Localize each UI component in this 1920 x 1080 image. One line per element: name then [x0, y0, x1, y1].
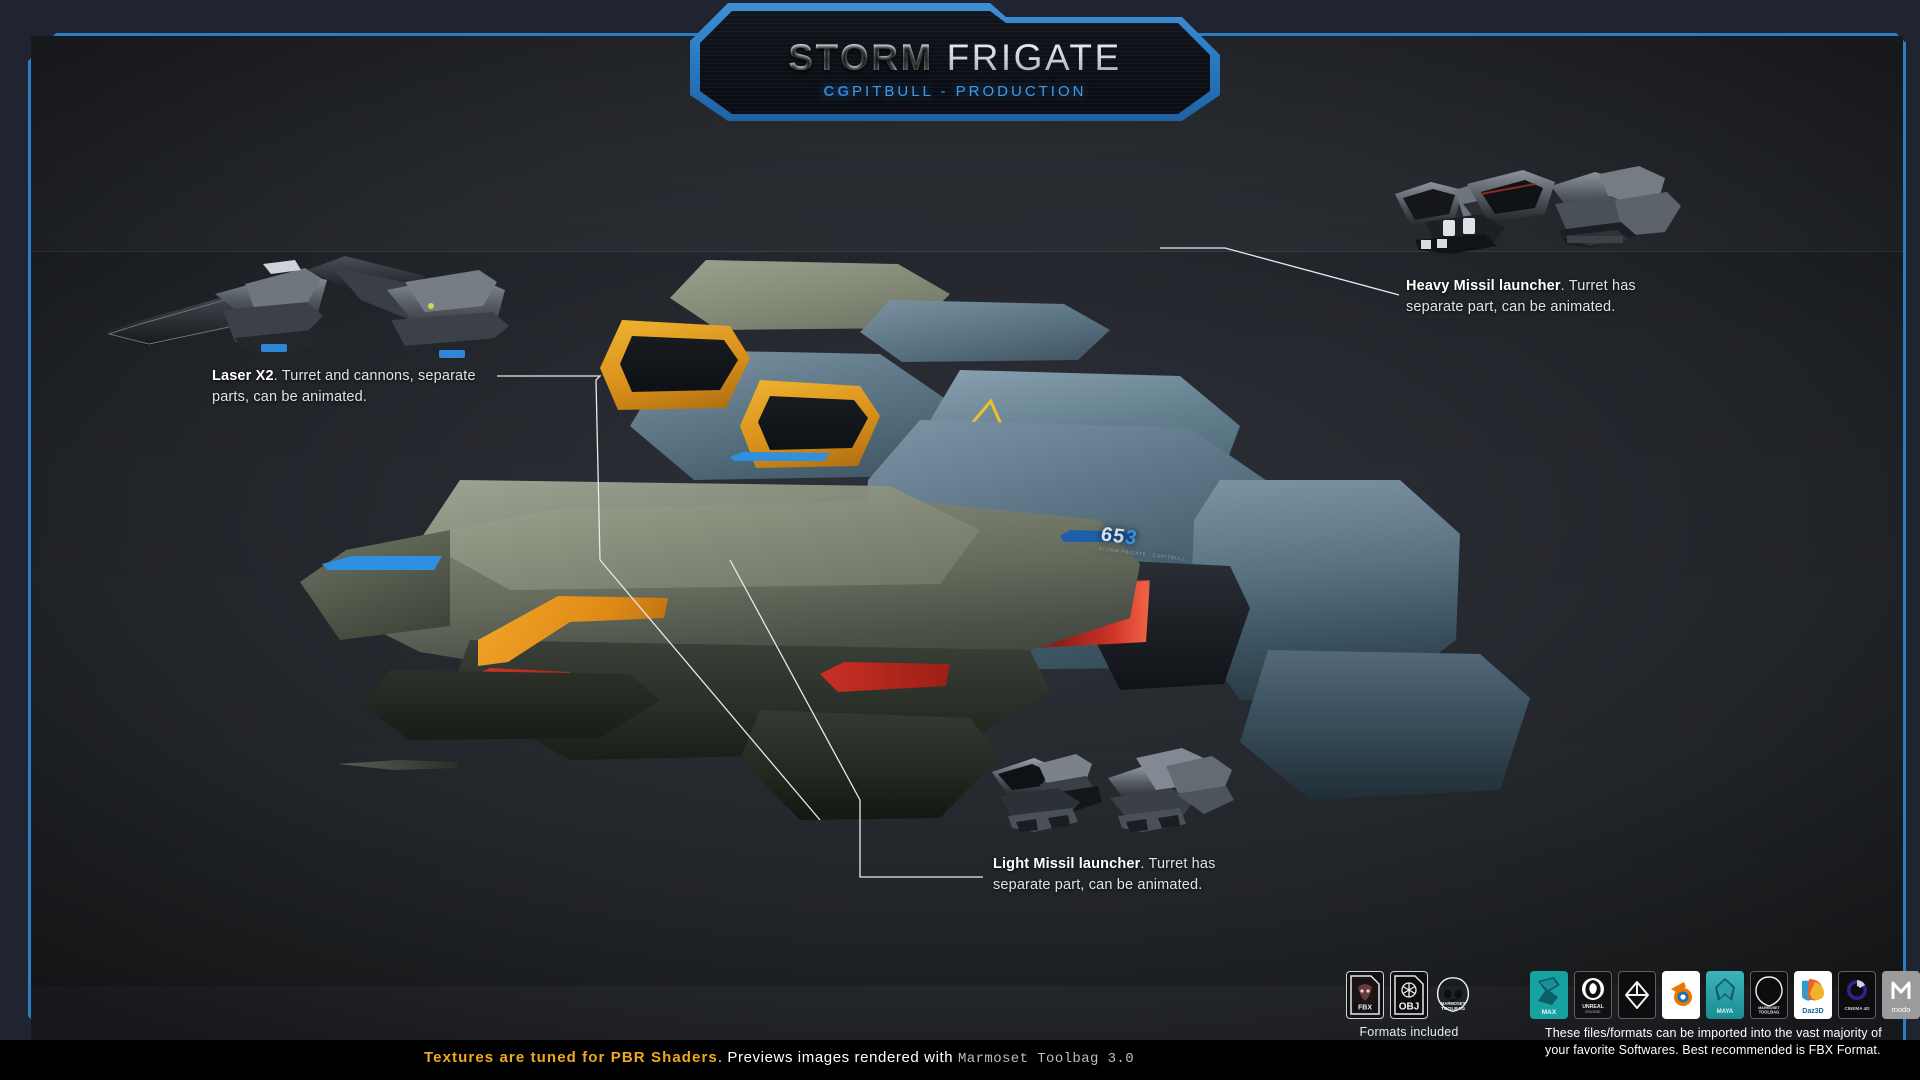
- maya-icon[interactable]: MAYA: [1706, 971, 1744, 1019]
- modo-icon[interactable]: modo: [1882, 971, 1920, 1019]
- svg-text:Daz3D: Daz3D: [1802, 1008, 1823, 1015]
- marmoset-toolbag-icon[interactable]: MARMOSET TOOLBAG: [1750, 971, 1788, 1019]
- light-missile-side: [1108, 748, 1234, 832]
- svg-text:TOOLBAG: TOOLBAG: [1441, 1006, 1465, 1012]
- svg-text:OBJ: OBJ: [1399, 1002, 1420, 1013]
- annotation-heavy-missile-title: Heavy Missil launcher: [1406, 278, 1561, 294]
- cinema4d-icon[interactable]: CINEMA 4D: [1838, 971, 1876, 1019]
- annotation-light-missile: Light Missil launcher. Turret has separa…: [993, 854, 1243, 895]
- ship-nose-light-strip: [322, 556, 442, 570]
- annotation-light-missile-title: Light Missil launcher: [993, 856, 1141, 872]
- annotation-laser-body: . Turret and cannons, separate parts, ca…: [212, 368, 476, 405]
- ship-top-deck-aft: [860, 300, 1110, 362]
- ship-deck-light-strip: [730, 452, 830, 461]
- banner-subtitle: CGPITBULL - PRODUCTION: [824, 83, 1087, 100]
- obj-format-icon[interactable]: OBJ: [1390, 971, 1428, 1019]
- ship-nose: [300, 530, 450, 640]
- unreal-engine-icon[interactable]: UNREAL ENGINE: [1574, 971, 1612, 1019]
- laser-turret-left: [105, 260, 327, 354]
- svg-text:ENGINE: ENGINE: [1585, 1009, 1601, 1014]
- software-caption-line1: These files/formats can be imported into…: [1545, 1026, 1882, 1040]
- banner-dark-plate: STORM FRIGATE CGPITBULL - PRODUCTION: [700, 11, 1210, 114]
- unity-icon[interactable]: [1618, 971, 1656, 1019]
- ship-console-light: [1060, 530, 1138, 542]
- ship-lower-engine-pod: [1240, 650, 1530, 800]
- svg-text:MARMOSET: MARMOSET: [1758, 1006, 1780, 1010]
- ship-launcher-bay-forward-opening: [620, 336, 738, 392]
- daz3d-icon[interactable]: Daz3D: [1794, 971, 1832, 1019]
- hull-number-accent: 3: [1123, 526, 1140, 550]
- svg-text:modo: modo: [1892, 1005, 1911, 1014]
- software-compatibility-group: MAX UNREAL ENGINE: [1530, 971, 1920, 1058]
- laser-turret-right: [307, 256, 509, 362]
- formats-included-caption: Formats included: [1359, 1025, 1459, 1039]
- title-light: FRIGATE: [946, 37, 1122, 78]
- ship-hull-top-plate: [420, 480, 980, 590]
- annotation-light-missile-body: . Turret has separate part, can be anima…: [993, 856, 1216, 893]
- caption-middle: . Previews images rendered with: [717, 1049, 958, 1066]
- annotation-heavy-missile-body: . Turret has separate part, can be anima…: [1406, 278, 1636, 315]
- caption-renderer: Marmoset Toolbag 3.0: [958, 1051, 1135, 1067]
- light-missile-launcher-preview: [980, 740, 1240, 840]
- subtitle-strong: CG: [823, 83, 853, 100]
- formats-included-group: FBX OBJ: [1346, 971, 1472, 1039]
- svg-text:MAX: MAX: [1542, 1009, 1557, 1016]
- title-banner: STORM FRIGATE CGPITBULL - PRODUCTION: [690, 0, 1220, 125]
- 3dsmax-icon[interactable]: MAX: [1530, 971, 1568, 1019]
- annotation-heavy-missile: Heavy Missil launcher. Turret has separa…: [1406, 276, 1676, 317]
- svg-text:CINEMA 4D: CINEMA 4D: [1844, 1006, 1870, 1011]
- ship-launcher-bay-aft-opening: [758, 396, 868, 450]
- light-missile-front: [992, 754, 1102, 832]
- ship-ventral-fin: [740, 710, 1000, 820]
- blender-icon[interactable]: [1662, 971, 1700, 1019]
- annotation-laser-title: Laser X2: [212, 368, 274, 384]
- heavy-missile-closed: [1551, 166, 1681, 248]
- svg-text:MARMOSET: MARMOSET: [1441, 1001, 1466, 1006]
- software-icon-row: MAX UNREAL ENGINE: [1530, 971, 1920, 1019]
- formats-icon-row: FBX OBJ: [1346, 971, 1472, 1019]
- format-and-software-strip: FBX OBJ: [1346, 971, 1920, 1058]
- svg-text:FBX: FBX: [1358, 1005, 1372, 1012]
- fbx-format-icon[interactable]: FBX: [1346, 971, 1384, 1019]
- heavy-missile-open: [1395, 170, 1555, 254]
- bottom-caption-bar: Textures are tuned for PBR Shaders. Prev…: [0, 1040, 1920, 1080]
- software-caption-line2: your favorite Softwares. Best recommende…: [1545, 1042, 1881, 1057]
- caption-text: Textures are tuned for PBR Shaders. Prev…: [424, 1049, 1134, 1067]
- page-title: STORM FRIGATE: [788, 39, 1121, 76]
- title-strong: STORM: [788, 37, 934, 78]
- heavy-missile-launcher-preview: [1385, 160, 1685, 260]
- annotation-laser: Laser X2. Turret and cannons, separate p…: [212, 366, 512, 407]
- svg-text:TOOLBAG: TOOLBAG: [1759, 1010, 1780, 1015]
- software-caption: These files/formats can be imported into…: [1545, 1025, 1905, 1058]
- svg-text:UNREAL: UNREAL: [1582, 1004, 1604, 1010]
- caption-highlight: Textures are tuned for PBR Shaders: [424, 1049, 718, 1066]
- subtitle-rest: PITBULL - PRODUCTION: [852, 83, 1087, 100]
- svg-text:MAYA: MAYA: [1717, 1009, 1734, 1015]
- ship-antenna: [338, 760, 458, 770]
- laser-turret-preview: [95, 250, 535, 370]
- marmoset-toolbag-format-icon[interactable]: MARMOSET TOOLBAG: [1434, 971, 1472, 1019]
